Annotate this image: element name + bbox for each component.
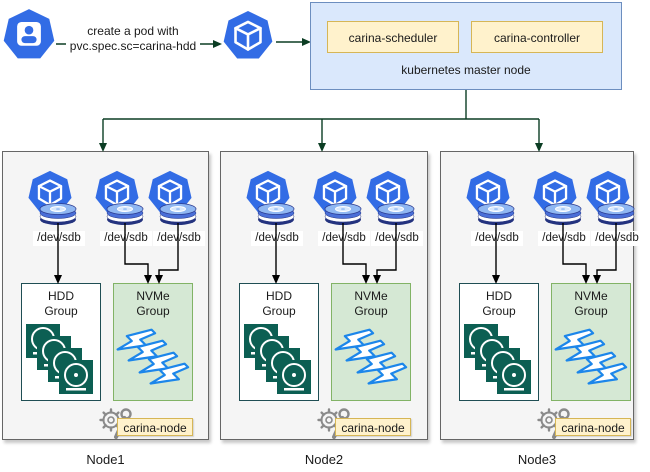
pod-with-disk — [365, 169, 417, 226]
pod-with-disk — [245, 169, 297, 226]
worker-node-1-box: /dev/sdb /dev/sdb /dev/sdb HDD Group NVM… — [2, 151, 209, 440]
device-label: /dev/sdb — [371, 231, 423, 246]
pod-with-disk — [147, 169, 199, 226]
node-name: Node2 — [304, 452, 344, 467]
master-node-title: kubernetes master node — [401, 63, 531, 77]
hdd-group-label: HDD Group — [262, 289, 296, 318]
disk-stack-icon — [159, 203, 197, 226]
pod-with-disk — [585, 169, 637, 226]
user-icon — [3, 9, 55, 59]
pod-with-disk — [532, 169, 584, 226]
pod-with-disk — [27, 169, 79, 226]
kubernetes-master-node-box: carina-scheduler carina-controller kuber… — [310, 2, 622, 90]
hdd-group-box: HDD Group — [459, 283, 539, 401]
disk-stack-icon — [106, 203, 144, 226]
hdd-group-label: HDD Group — [44, 289, 78, 318]
disk-stack-icon — [544, 203, 582, 226]
device-label: /dev/sdb — [591, 231, 643, 246]
device-label: /dev/sdb — [318, 231, 370, 246]
hdd-group-label: HDD Group — [482, 289, 516, 318]
carina-node-label: carina-node — [335, 418, 411, 436]
carina-node-label: carina-node — [117, 418, 193, 436]
nvme-flash-icons — [116, 322, 190, 397]
node-name: Node3 — [517, 452, 557, 467]
carina-scheduler-box: carina-scheduler — [327, 21, 459, 53]
nvme-flash-icons — [554, 322, 628, 397]
hdd-group-box: HDD Group — [239, 283, 319, 401]
flow-label-line2: pvc.spec.sc=carina-hdd — [69, 39, 197, 53]
worker-node-3-box: /dev/sdb /dev/sdb /dev/sdb HDD Group NVM… — [440, 151, 643, 440]
device-label: /dev/sdb — [100, 231, 152, 246]
device-label: /dev/sdb — [251, 231, 303, 246]
carina-controller-box: carina-controller — [471, 21, 603, 53]
nvme-group-label: NVMe Group — [136, 289, 170, 318]
device-label: /dev/sdb — [538, 231, 590, 246]
nvme-group-label: NVMe Group — [574, 289, 608, 318]
nvme-group-box: NVMe Group — [551, 283, 631, 401]
disk-stack-icon — [324, 203, 362, 226]
carina-node-label: carina-node — [555, 418, 631, 436]
pod-with-disk — [465, 169, 517, 226]
nvme-group-label: NVMe Group — [354, 289, 388, 318]
device-label: /dev/sdb — [153, 231, 205, 246]
pod-icon — [222, 10, 274, 60]
nvme-group-box: NVMe Group — [113, 283, 193, 401]
hdd-group-box: HDD Group — [21, 283, 101, 401]
hdd-disk-icons — [464, 324, 532, 395]
disk-stack-icon — [39, 203, 77, 226]
node-name: Node1 — [86, 452, 125, 467]
disk-stack-icon — [477, 203, 515, 226]
worker-node-2-box: /dev/sdb /dev/sdb /dev/sdb HDD Group NVM… — [220, 151, 428, 440]
pod-with-disk — [312, 169, 364, 226]
disk-stack-icon — [377, 203, 415, 226]
device-label: /dev/sdb — [33, 231, 85, 246]
device-label: /dev/sdb — [471, 231, 523, 246]
flow-label-line1: create a pod with — [87, 24, 179, 38]
disk-stack-icon — [257, 203, 295, 226]
hdd-disk-icons — [244, 324, 312, 395]
hdd-disk-icons — [26, 324, 94, 395]
pod-with-disk — [94, 169, 146, 226]
disk-stack-icon — [597, 203, 635, 226]
nvme-group-box: NVMe Group — [331, 283, 411, 401]
nvme-flash-icons — [334, 322, 408, 397]
flow-label: create a pod with pvc.spec.sc=carina-hdd — [66, 24, 200, 54]
